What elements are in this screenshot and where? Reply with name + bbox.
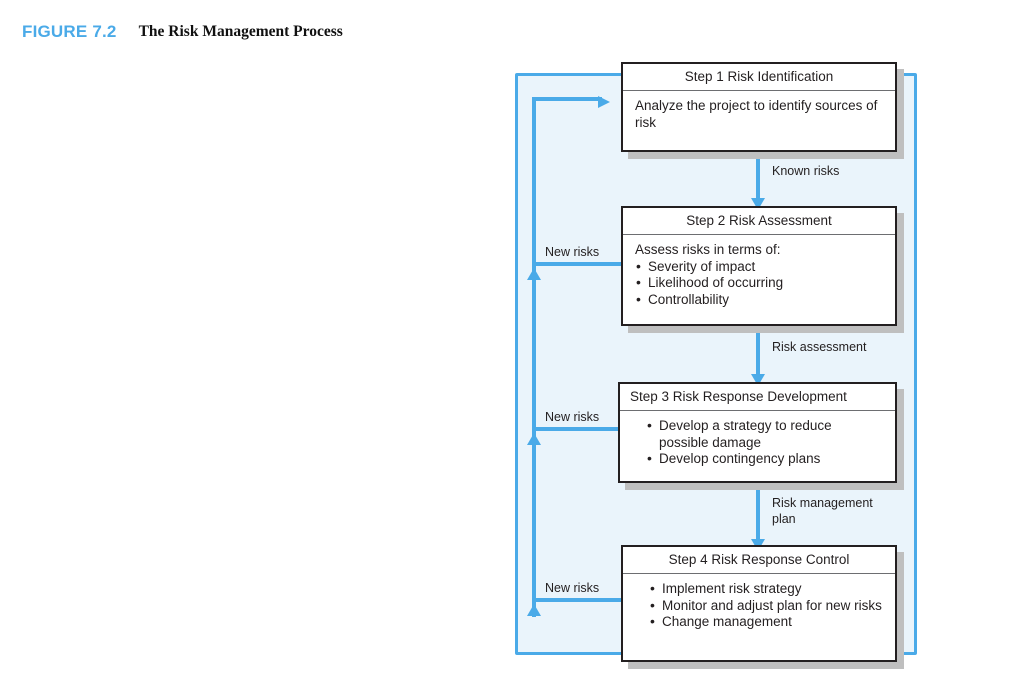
flow-label-risk-assessment: Risk assessment xyxy=(772,340,867,354)
feedback-up-arrow-step3-icon xyxy=(527,433,541,445)
list-item: Develop a strategy to reduce possible da… xyxy=(646,417,883,451)
flow-arrow-3 xyxy=(756,483,760,541)
list-item: Controllability xyxy=(635,291,883,309)
list-item: Develop contingency plans xyxy=(646,450,883,468)
feedback-leg-step2 xyxy=(532,262,622,266)
feedback-label-step4: New risks xyxy=(542,581,603,595)
step-2-body: Assess risks in terms of: Severity of im… xyxy=(623,235,895,316)
list-item: Likelihood of occurring xyxy=(635,274,883,292)
feedback-arrowhead-icon xyxy=(598,96,610,108)
feedback-label-step3: New risks xyxy=(542,410,603,424)
step-1-body: Analyze the project to identify sources … xyxy=(623,91,895,139)
list-item: Severity of impact xyxy=(635,258,883,276)
list-item: Change management xyxy=(649,613,883,631)
feedback-label-step2: New risks xyxy=(542,245,603,259)
feedback-leg-step4 xyxy=(532,598,622,602)
step-3-header: Step 3 Risk Response Development xyxy=(620,384,895,411)
step-2-bullet-list: Severity of impact Likelihood of occurri… xyxy=(635,258,883,309)
feedback-leg-step3 xyxy=(532,427,620,431)
process-box-step-3[interactable]: Step 3 Risk Response Development Develop… xyxy=(618,382,897,483)
step-2-header: Step 2 Risk Assessment xyxy=(623,208,895,235)
flow-arrow-1 xyxy=(756,152,760,200)
step-4-header: Step 4 Risk Response Control xyxy=(623,547,895,574)
feedback-up-arrow-step2-icon xyxy=(527,268,541,280)
step-1-header: Step 1 Risk Identification xyxy=(623,64,895,91)
list-item: Monitor and adjust plan for new risks xyxy=(649,597,883,615)
step-4-body: Implement risk strategy Monitor and adju… xyxy=(623,574,895,639)
feedback-top-segment xyxy=(532,97,602,101)
figure-number: FIGURE 7.2 xyxy=(22,22,117,41)
feedback-spine xyxy=(532,97,536,617)
flow-arrow-2 xyxy=(756,326,760,376)
figure-caption: FIGURE 7.2 The Risk Management Process xyxy=(22,22,343,42)
step-3-body: Develop a strategy to reduce possible da… xyxy=(620,411,895,476)
step-3-bullet-list: Develop a strategy to reduce possible da… xyxy=(632,417,883,468)
process-box-step-4[interactable]: Step 4 Risk Response Control Implement r… xyxy=(621,545,897,662)
step-1-text: Analyze the project to identify sources … xyxy=(635,98,878,130)
list-item: Implement risk strategy xyxy=(649,580,883,598)
flow-label-risk-management-plan: Risk management plan xyxy=(772,496,873,526)
step-4-bullet-list: Implement risk strategy Monitor and adju… xyxy=(635,580,883,631)
feedback-up-arrow-step4-icon xyxy=(527,604,541,616)
flow-label-known-risks: Known risks xyxy=(772,164,840,178)
step-2-lead-in: Assess risks in terms of: xyxy=(635,242,781,257)
page-title: The Risk Management Process xyxy=(138,23,343,40)
process-box-step-1[interactable]: Step 1 Risk Identification Analyze the p… xyxy=(621,62,897,152)
process-box-step-2[interactable]: Step 2 Risk Assessment Assess risks in t… xyxy=(621,206,897,326)
